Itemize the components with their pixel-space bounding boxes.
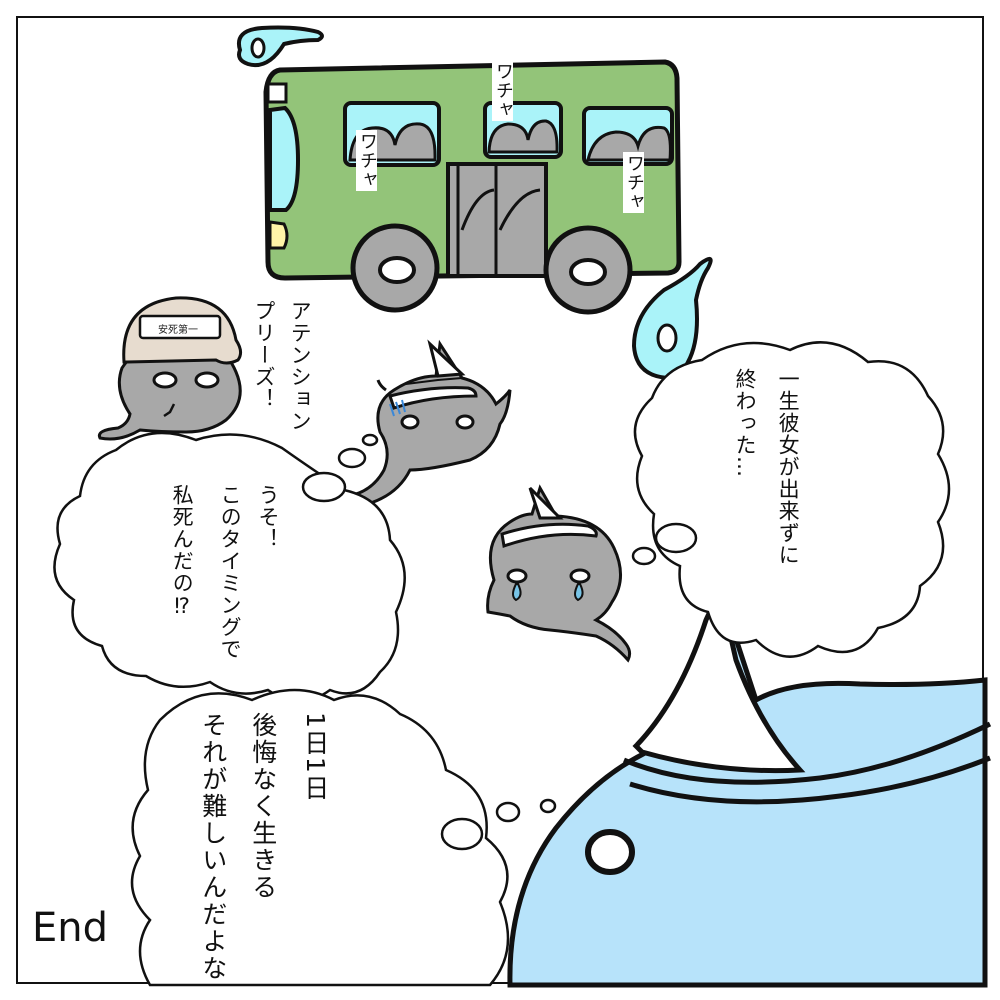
bus-window bbox=[582, 106, 674, 166]
moral-text-2: 後悔なく生きる bbox=[248, 712, 278, 901]
attention-text-1: アテンション bbox=[288, 300, 313, 432]
cap-label: 安死第一 bbox=[158, 325, 198, 336]
thought-bubble bbox=[631, 341, 951, 658]
big-blue-ghost bbox=[507, 582, 992, 988]
uso-text-3: 私死んだの⁉ bbox=[170, 484, 195, 619]
end-label: End bbox=[32, 905, 109, 951]
uso-text-1: うそ！ bbox=[256, 484, 281, 550]
spirit-flame-icon bbox=[631, 256, 713, 381]
attention-text-2: プリーズ！ bbox=[252, 300, 277, 410]
bus-window bbox=[483, 101, 563, 159]
bus-wheel bbox=[350, 223, 440, 313]
crying-ghost bbox=[486, 484, 632, 663]
thought-bubble bbox=[130, 688, 557, 987]
sweat-icon bbox=[389, 399, 406, 417]
uso-text-2: このタイミングで bbox=[218, 484, 243, 660]
moral-text-1: 1日1日 bbox=[300, 712, 330, 802]
bus-wheel bbox=[543, 225, 633, 315]
bus-icon bbox=[263, 59, 682, 315]
shocked-ghost bbox=[344, 339, 512, 508]
triangle-headband-icon bbox=[632, 582, 806, 774]
wacha-right-text: ワチャ bbox=[623, 152, 645, 213]
spirit-flame-icon bbox=[237, 25, 324, 67]
triangle-headband-icon bbox=[427, 339, 466, 378]
wacha-top-text: ワチャ bbox=[492, 60, 514, 121]
bus-headlight-icon bbox=[268, 220, 289, 250]
tear-icon bbox=[574, 583, 584, 602]
conductor-cap-icon bbox=[122, 296, 243, 365]
kanojo-text-2: 終わった… bbox=[733, 368, 758, 478]
bus-light-icon bbox=[266, 82, 288, 104]
wacha-left-text: ワチャ bbox=[356, 130, 378, 191]
conductor-ghost bbox=[97, 296, 243, 441]
tear-icon bbox=[512, 583, 522, 602]
kanojo-text-1: 一生彼女が出来ずに bbox=[776, 368, 801, 566]
triangle-headband-icon bbox=[528, 486, 564, 520]
bus-door bbox=[446, 162, 548, 278]
moral-text-3: それが難しいんだよな bbox=[198, 712, 228, 982]
